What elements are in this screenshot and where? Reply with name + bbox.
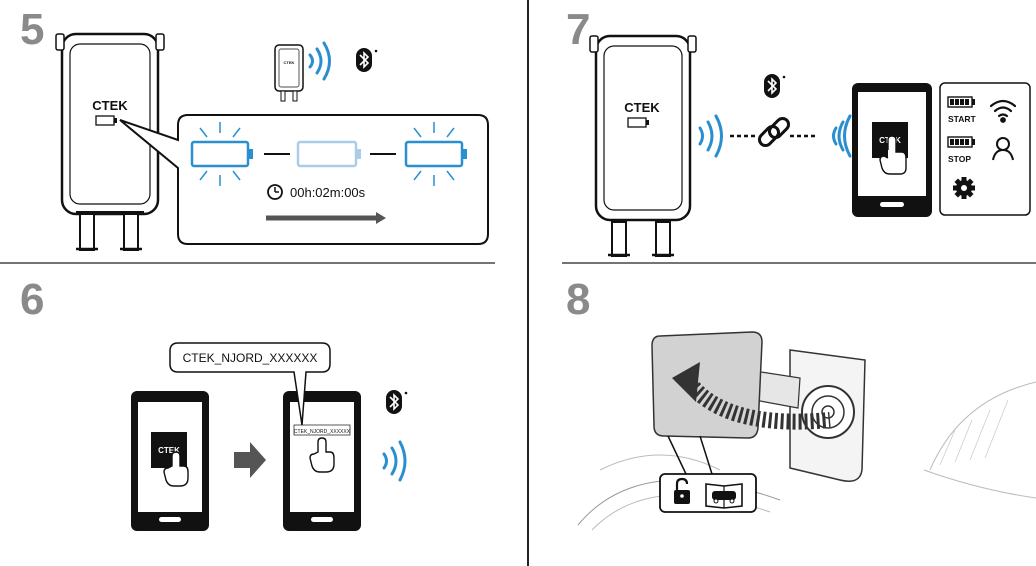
battery-indicator-middle bbox=[296, 140, 361, 168]
network-list-item bbox=[293, 424, 351, 436]
wifi-signal-icon bbox=[308, 41, 331, 81]
smartphone-left: CTEK bbox=[131, 391, 209, 531]
timer-text: 00h:02m:00s bbox=[290, 185, 366, 200]
battery-indicator-left bbox=[190, 122, 253, 186]
charger-device-large-step7: CTEK bbox=[589, 34, 697, 257]
ssid-text: CTEK_NJORD_XXXXXX bbox=[183, 351, 318, 365]
charger-device-large: CTEK bbox=[55, 32, 165, 251]
svg-text:CTEK_NJORD_XXXXXX: CTEK_NJORD_XXXXXX bbox=[294, 429, 351, 435]
battery-icon bbox=[947, 136, 975, 148]
step-6-number: 6 bbox=[20, 275, 45, 324]
status-callout bbox=[119, 114, 489, 245]
wifi-signal-icon bbox=[698, 114, 723, 158]
step-5-number: 5 bbox=[20, 5, 45, 54]
unlock-icon bbox=[674, 477, 690, 504]
user-icon bbox=[992, 137, 1014, 161]
smartphone-step7: CTEK bbox=[852, 83, 932, 217]
battery-icon bbox=[627, 117, 647, 128]
link-icon bbox=[757, 116, 791, 148]
manual-icon bbox=[705, 483, 743, 509]
step-7-number: 7 bbox=[566, 5, 591, 54]
brand-logo: CTEK bbox=[92, 98, 128, 113]
gear-icon bbox=[953, 177, 975, 199]
bluetooth-icon bbox=[764, 74, 786, 98]
battery-icon bbox=[947, 96, 975, 108]
start-label: START bbox=[948, 114, 977, 124]
battery-icon bbox=[95, 115, 115, 126]
bluetooth-icon bbox=[386, 390, 408, 414]
bluetooth-icon bbox=[356, 48, 378, 72]
battery-indicator-right bbox=[404, 122, 467, 186]
tap-hand-icon bbox=[879, 135, 907, 175]
tap-hand-icon bbox=[309, 437, 335, 473]
wifi-icon bbox=[989, 99, 1017, 123]
step-8-number: 8 bbox=[566, 275, 591, 324]
clock-icon bbox=[267, 184, 283, 200]
arrow-right-icon bbox=[234, 442, 266, 478]
svg-text:CTEK: CTEK bbox=[284, 60, 295, 65]
charger-device-small: CTEK bbox=[274, 44, 304, 102]
smartphone-right: CTEK_NJORD_XXXXXX bbox=[283, 391, 361, 531]
brand-logo: CTEK bbox=[624, 100, 660, 115]
ssid-callout bbox=[169, 342, 331, 426]
stop-label: STOP bbox=[948, 154, 971, 164]
wifi-signal-icon bbox=[382, 440, 407, 482]
wifi-signal-icon-reverse bbox=[832, 114, 852, 158]
app-icon bbox=[151, 432, 187, 468]
tap-hand-icon bbox=[163, 451, 189, 487]
svg-text:CTEK: CTEK bbox=[158, 446, 180, 455]
